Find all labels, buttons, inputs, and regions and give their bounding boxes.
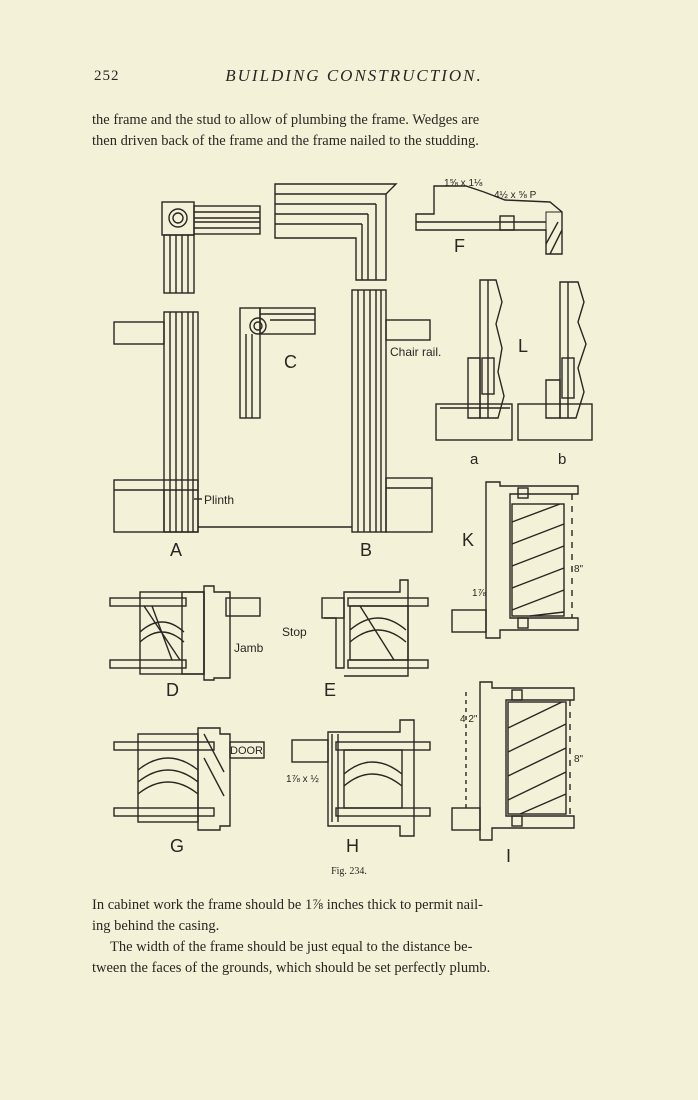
intro-paragraph: the frame and the stud to allow of plumb…	[92, 110, 614, 152]
label-dim-k-8: 8"	[574, 564, 584, 575]
label-k: K	[462, 530, 474, 550]
page-number: 252	[94, 68, 120, 84]
section-h	[291, 719, 431, 837]
body-paragraph-1: In cabinet work the frame should be 1⅞ i…	[92, 895, 614, 937]
label-door: DOOR	[230, 745, 263, 757]
intro-line: the frame and the stud to allow of plumb…	[92, 112, 480, 128]
section-g	[113, 727, 265, 831]
label-f: F	[454, 236, 465, 256]
body-paragraph-2: The width of the frame should be just eq…	[92, 937, 614, 979]
door-casing-elevation	[113, 183, 433, 533]
label-dim-i-42: 4 2"	[460, 714, 478, 725]
label-i: I	[506, 846, 511, 866]
label-c: C	[284, 352, 297, 372]
figure-234: A B C F L K D E G H I a b Plinth Chair r…	[109, 178, 593, 866]
label-b-upper: B	[360, 540, 372, 560]
figure-caption: Fig. 234.	[331, 866, 367, 877]
body-line: ing behind the casing.	[92, 918, 220, 934]
label-dim-k: 1⅞	[472, 588, 487, 599]
body-line: In cabinet work the frame should be 1⅞ i…	[92, 897, 483, 913]
section-d	[109, 585, 261, 681]
label-jamb: Jamb	[234, 641, 264, 655]
label-l: L	[518, 336, 528, 356]
section-i	[451, 681, 575, 841]
page-header: 252 BUILDING CONSTRUCTION.	[94, 66, 614, 92]
running-title: BUILDING CONSTRUCTION.	[225, 66, 483, 85]
label-dim-f: 1⅝ x 1⅛	[444, 178, 483, 189]
label-dim-i-8: 8"	[574, 754, 584, 765]
label-stop: Stop	[282, 625, 307, 639]
label-d: D	[166, 680, 179, 700]
intro-line: then driven back of the frame and the fr…	[92, 133, 479, 149]
section-e	[321, 579, 429, 677]
body-line: tween the faces of the grounds, which sh…	[92, 960, 491, 976]
label-e: E	[324, 680, 336, 700]
label-b-lower: b	[558, 451, 566, 468]
label-dim-f2: 4½ x ⅝ P	[494, 190, 537, 201]
label-a-upper: A	[170, 540, 182, 560]
section-l	[435, 279, 593, 441]
label-g: G	[170, 836, 184, 856]
label-plinth: Plinth	[204, 493, 234, 507]
section-f	[415, 185, 563, 255]
label-dim-h: 1⅞ x ½	[286, 774, 319, 785]
section-k	[451, 481, 579, 639]
label-a-lower: a	[470, 451, 479, 468]
label-h: H	[346, 836, 359, 856]
label-chair-rail: Chair rail.	[390, 345, 441, 359]
body-line: The width of the frame should be just eq…	[110, 939, 473, 955]
